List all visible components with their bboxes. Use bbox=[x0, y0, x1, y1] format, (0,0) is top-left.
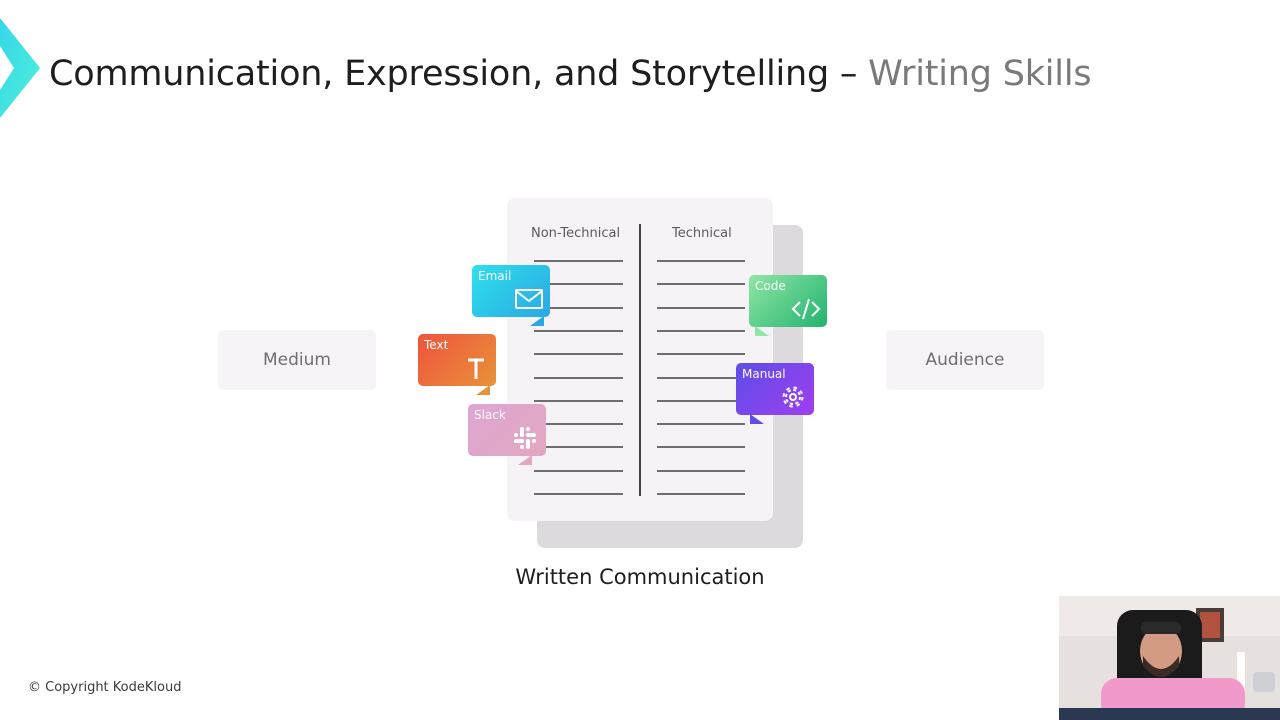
diagram-caption: Written Communication bbox=[515, 565, 765, 589]
medium-box: Medium bbox=[218, 330, 376, 390]
non-technical-heading: Non-Technical bbox=[531, 226, 621, 241]
slack-bubble: Slack bbox=[468, 404, 546, 465]
technical-line bbox=[657, 446, 745, 449]
code-bubble: Code bbox=[749, 275, 827, 336]
non-technical-line bbox=[534, 446, 623, 449]
email-label: Email bbox=[478, 269, 512, 283]
presenter-webcam bbox=[1059, 596, 1280, 720]
slide-title: Communication, Expression, and Storytell… bbox=[49, 54, 1092, 94]
non-technical-line bbox=[534, 399, 623, 402]
code-brackets-icon bbox=[791, 298, 821, 320]
manual-bubble-tail bbox=[750, 414, 764, 424]
technical-line bbox=[657, 306, 745, 309]
technical-line bbox=[657, 493, 745, 495]
text-label: Text bbox=[424, 338, 449, 352]
non-technical-line bbox=[534, 329, 623, 332]
text-bubble-tail bbox=[476, 385, 490, 395]
audience-box: Audience bbox=[886, 330, 1044, 390]
title-subtitle: Writing Skills bbox=[868, 54, 1092, 94]
kodekloud-chevron-logo bbox=[0, 18, 40, 118]
non-technical-line bbox=[534, 353, 623, 356]
technical-line bbox=[657, 283, 745, 286]
non-technical-line bbox=[534, 376, 623, 379]
slack-label: Slack bbox=[474, 408, 506, 422]
technical-line bbox=[657, 329, 745, 332]
email-bubble-tail bbox=[530, 316, 544, 326]
envelope-icon bbox=[515, 289, 543, 309]
manual-label: Manual bbox=[742, 367, 786, 381]
non-technical-line bbox=[534, 469, 623, 472]
technical-line bbox=[657, 399, 745, 402]
technical-line bbox=[657, 353, 745, 356]
technical-heading: Technical bbox=[672, 226, 732, 241]
non-technical-line bbox=[534, 493, 623, 495]
technical-line bbox=[657, 423, 745, 426]
email-bubble: Email bbox=[472, 265, 550, 326]
non-technical-line bbox=[534, 423, 623, 426]
technical-line bbox=[657, 260, 745, 262]
technical-line bbox=[657, 376, 745, 379]
non-technical-line bbox=[534, 306, 623, 309]
slack-icon bbox=[514, 427, 536, 449]
code-bubble-tail bbox=[755, 326, 769, 336]
gear-icon bbox=[782, 386, 804, 408]
non-technical-line bbox=[534, 260, 623, 262]
copyright-notice: © Copyright KodeKloud bbox=[28, 680, 182, 695]
title-main: Communication, Expression, and Storytell… bbox=[49, 54, 869, 94]
code-label: Code bbox=[755, 279, 786, 293]
non-technical-line bbox=[534, 283, 623, 286]
technical-line bbox=[657, 469, 745, 472]
text-bubble: Text bbox=[418, 334, 496, 395]
slack-bubble-tail bbox=[518, 455, 532, 465]
letter-t-icon bbox=[468, 358, 484, 379]
manual-bubble: Manual bbox=[736, 363, 814, 424]
document-divider bbox=[639, 224, 641, 496]
